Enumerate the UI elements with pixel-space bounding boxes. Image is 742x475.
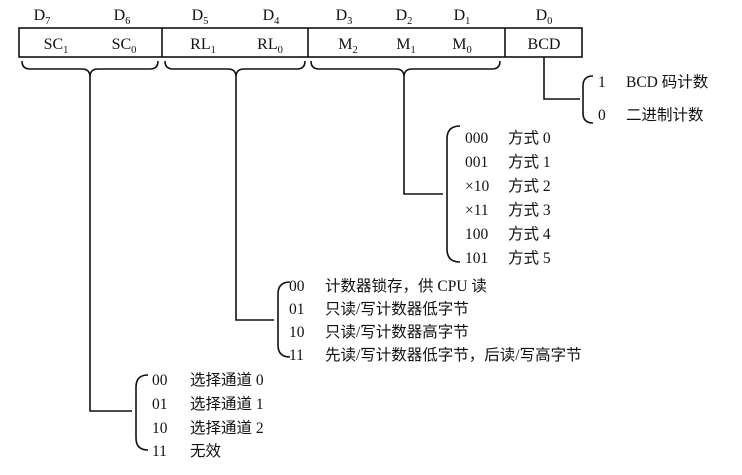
connector-sc [89, 77, 132, 412]
field-rl1: RL1 [190, 36, 216, 56]
rl-option-desc: 只读/写计数器低字节 [325, 300, 469, 318]
field-m0: M0 [452, 36, 471, 56]
sc-option-code: 01 [152, 396, 168, 413]
bcd-option-desc: BCD 码计数 [626, 73, 709, 91]
mode-option-desc: 方式 4 [508, 225, 551, 243]
rl-option-desc: 计数器锁存，供 CPU 读 [325, 277, 487, 295]
field-sc0: SC0 [112, 36, 137, 56]
rl-option-code: 01 [289, 301, 305, 318]
bit-header-d5: D5 [192, 7, 209, 27]
rl-option-desc: 先读/写计数器低字节，后读/写高字节 [325, 346, 582, 364]
mode-option-desc: 方式 2 [508, 177, 551, 195]
sc-option-desc: 选择通道 2 [190, 419, 264, 437]
bit-header-d4: D4 [263, 7, 281, 27]
brace-rl-options [277, 281, 291, 358]
rl-option-code: 00 [289, 278, 305, 295]
brace-rl [164, 60, 306, 78]
mode-option-desc: 方式 5 [508, 249, 551, 267]
bcd-option-code: 0 [598, 107, 606, 124]
mode-option-code: ×11 [465, 202, 489, 219]
mode-option-code: 100 [465, 226, 489, 243]
bcd-option-desc: 二进制计数 [626, 106, 704, 124]
mode-option-code: ×10 [465, 178, 489, 195]
mode-option-code: 101 [465, 250, 488, 267]
field-sc1: SC1 [44, 36, 69, 56]
bit-header-d1: D1 [454, 7, 471, 27]
bit-header-d2: D2 [396, 7, 413, 27]
rl-option-desc: 只读/写计数器高字节 [325, 323, 469, 341]
sc-option-list: 00 选择通道 0 01 选择通道 1 10 选择通道 2 11 无效 [152, 371, 264, 460]
mode-option-desc: 方式 3 [508, 201, 551, 219]
brace-sc [21, 60, 159, 78]
field-m1: M1 [396, 36, 415, 56]
brace-bcd-options [582, 75, 594, 124]
bcd-option-code: 1 [598, 74, 606, 91]
sc-option-code: 11 [152, 443, 167, 460]
brace-m [310, 60, 501, 78]
sc-option-code: 00 [152, 372, 168, 389]
field-m2: M2 [338, 36, 357, 56]
sc-option-desc: 选择通道 0 [190, 371, 264, 389]
rl-option-code: 11 [289, 347, 304, 364]
mode-option-list: 000 方式 0 001 方式 1 ×10 方式 2 ×11 方式 3 100 … [465, 129, 551, 267]
mode-option-code: 000 [465, 130, 489, 147]
mode-option-desc: 方式 1 [508, 153, 551, 171]
mode-option-desc: 方式 0 [508, 129, 551, 147]
brace-sc-options [135, 374, 149, 451]
bit-header-d0: D0 [536, 7, 553, 27]
brace-mode-options [446, 125, 461, 263]
field-bcd: BCD [528, 36, 561, 53]
rl-option-code: 10 [289, 324, 305, 341]
bit-header-d7: D7 [34, 7, 51, 27]
bcd-option-list: 1 BCD 码计数 0 二进制计数 [598, 73, 709, 124]
connector-mode [403, 77, 443, 195]
bit-header-d6: D6 [114, 7, 131, 27]
connector-bcd [543, 57, 580, 100]
mode-option-code: 001 [465, 154, 488, 171]
sc-option-desc: 无效 [190, 442, 221, 460]
connector-rl [235, 77, 274, 321]
register-outline [18, 27, 583, 58]
rl-option-list: 00 计数器锁存，供 CPU 读 01 只读/写计数器低字节 10 只读/写计数… [289, 277, 582, 364]
field-rl0: RL0 [257, 36, 283, 56]
sc-option-code: 10 [152, 420, 168, 437]
register-box: SC1 SC0 RL1 RL0 M2 M1 M0 BCD [18, 27, 583, 58]
bit-header-row: D7 D6 D5 D4 D3 D2 D1 D0 [34, 7, 553, 27]
bit-header-d3: D3 [336, 7, 353, 27]
sc-option-desc: 选择通道 1 [190, 395, 264, 413]
